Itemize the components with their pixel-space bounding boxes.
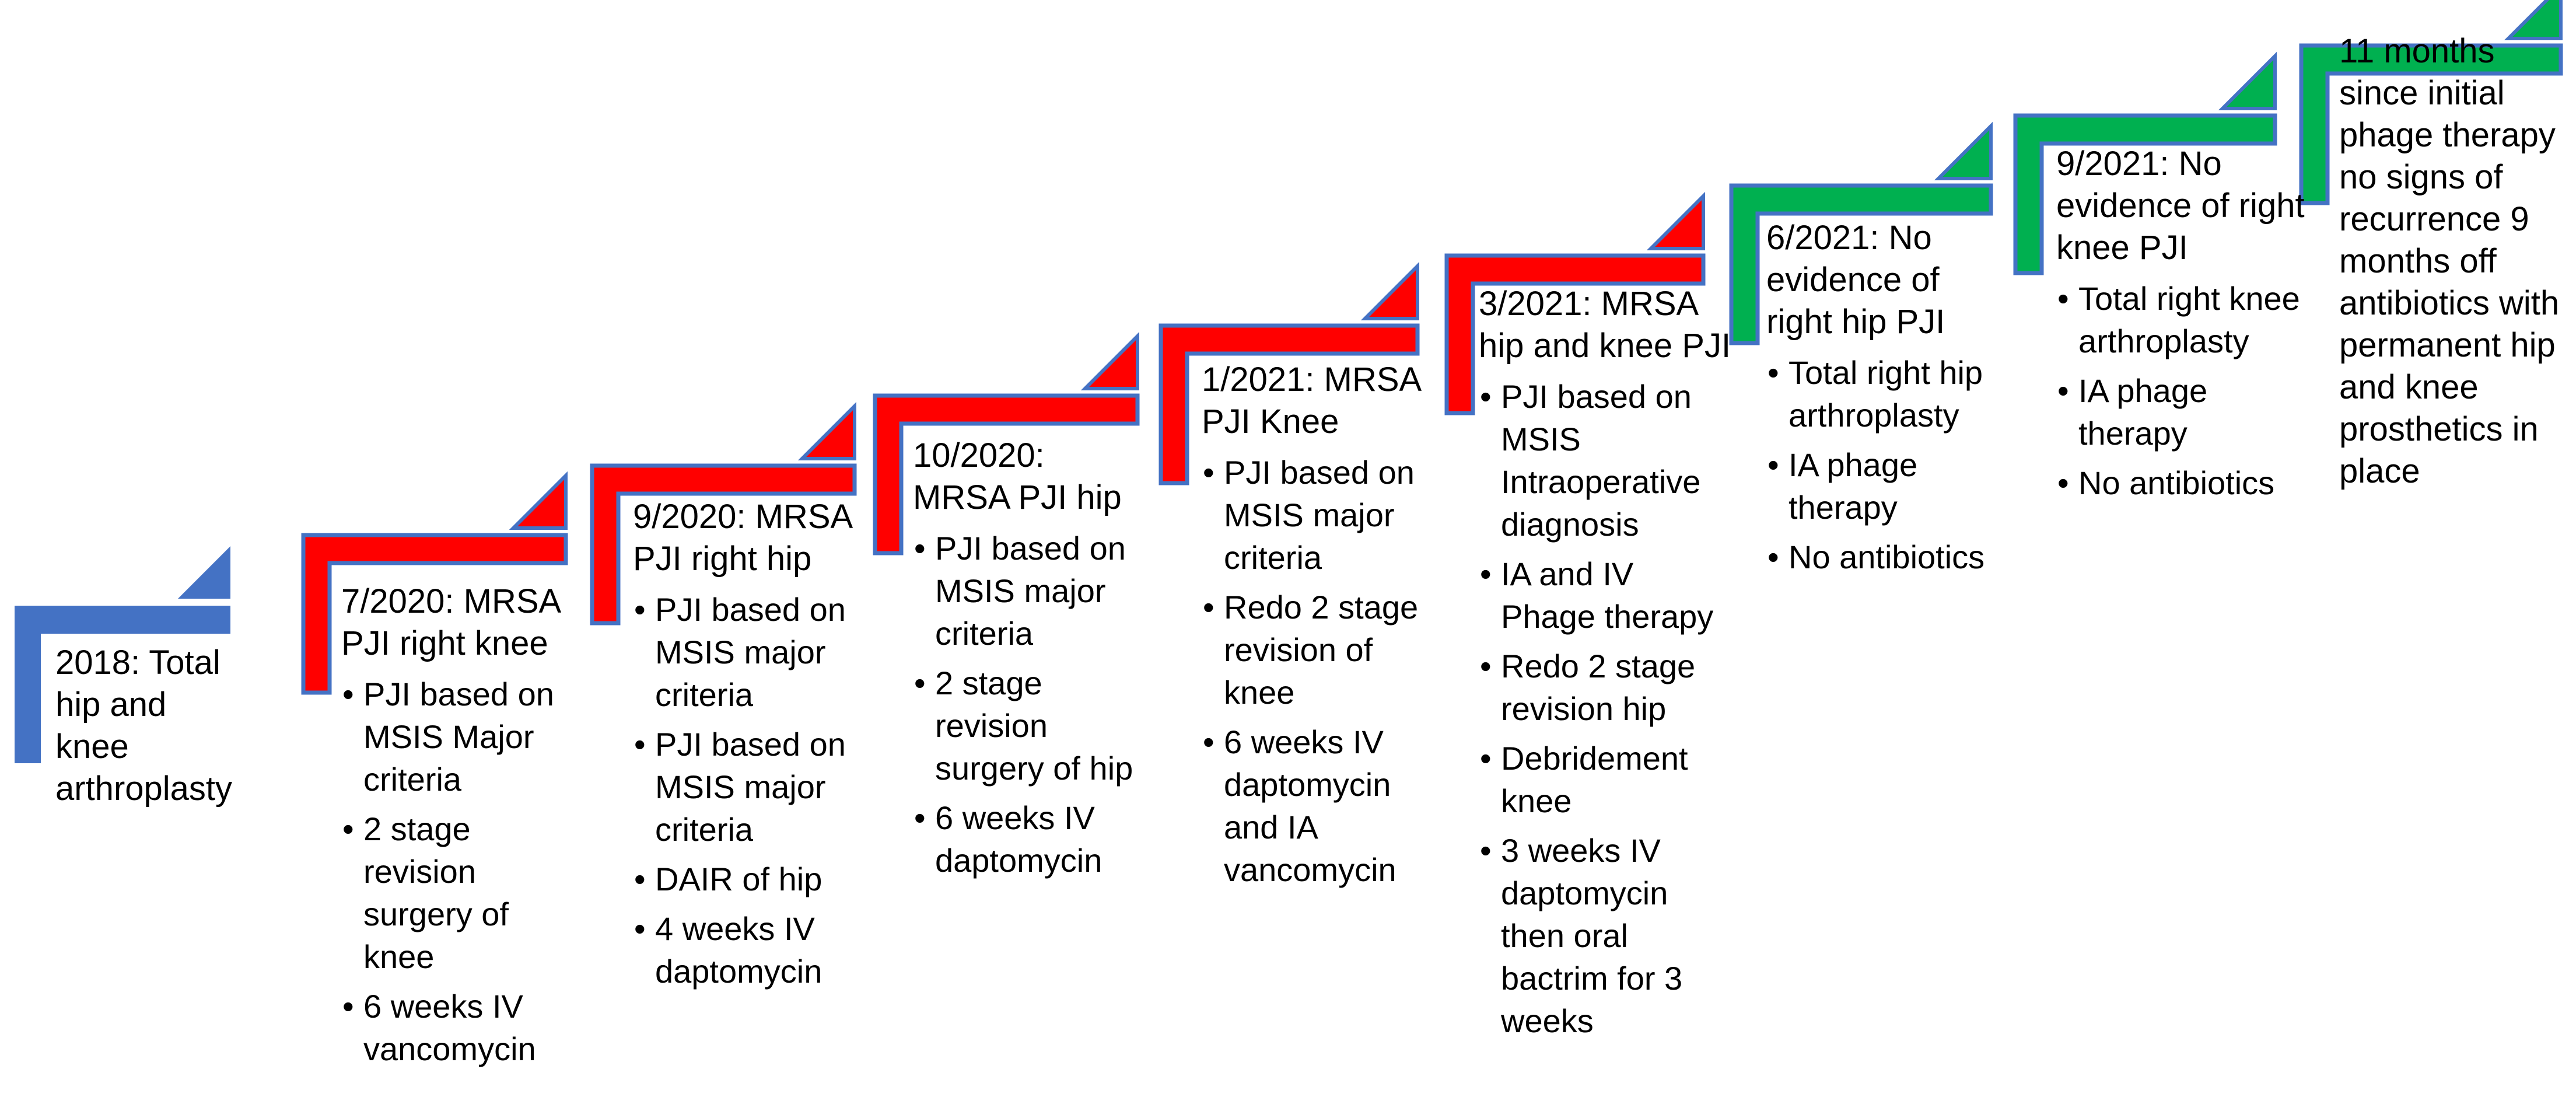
step-title: 7/2020: MRSA PJI right knee (341, 582, 559, 662)
step-bullet: No antibiotics (1766, 536, 2006, 578)
step-arrowhead (1080, 331, 1139, 390)
step-bullet: 3 weeks IV daptomycin then oral bactrim … (1479, 829, 1735, 1042)
step-bullet: Debridement knee (1479, 737, 1735, 822)
step-bullet-list: PJI based on MSIS Intraoperative diagnos… (1479, 375, 1735, 1042)
step-bullet: PJI based on MSIS major criteria (913, 527, 1146, 655)
step-bullet-list: PJI based on MSIS major criteria2 stage … (913, 527, 1146, 882)
step-bullet: Redo 2 stage revision of knee (1202, 586, 1435, 714)
step-arrowhead (1360, 261, 1419, 320)
step-arrowhead (1646, 191, 1705, 250)
timeline-step-9: 11 months since initial phage therapy no… (2339, 30, 2561, 492)
step-arrowhead (178, 546, 230, 599)
step-arrowhead (509, 471, 568, 530)
step-arrow-body (873, 393, 1140, 556)
step-arrow-7 (1729, 121, 1993, 345)
timeline-step-1: 2018: Total hip and knee arthroplasty (55, 642, 248, 810)
step-title: 1/2021: MRSA PJI Knee (1202, 361, 1420, 441)
step-bullet: PJI based on MSIS major criteria (633, 723, 866, 851)
step-bullet: IA and IV Phage therapy (1479, 553, 1735, 638)
timeline-step-5: 1/2021: MRSA PJI KneePJI based on MSIS m… (1202, 359, 1435, 898)
step-bullet-list: PJI based on MSIS Major criteria2 stage … (341, 673, 569, 1070)
step-arrow-body (1158, 323, 1420, 485)
timeline-step-6: 3/2021: MRSA hip and knee PJI PJI based o… (1479, 283, 1735, 1049)
step-arrowhead (1934, 121, 1993, 180)
step-bullet: 2 stage revision surgery of hip (913, 662, 1146, 789)
step-arrowhead (2218, 51, 2277, 110)
step-bullet: IA phage therapy (1766, 443, 2006, 529)
step-title: 11 months since initial phage therapy no… (2339, 32, 2560, 490)
step-arrow-6 (1444, 191, 1706, 415)
step-bullet: 6 weeks IV daptomycin (913, 796, 1146, 882)
step-bullet: Total right hip arthroplasty (1766, 351, 2006, 436)
step-bullet-list: Total right hip arthroplastyIA phage the… (1766, 351, 2006, 578)
step-arrow-1 (15, 546, 230, 763)
step-arrow-body (2299, 43, 2563, 205)
step-arrow-body (15, 606, 230, 763)
step-title: 2018: Total hip and knee arthroplasty (55, 644, 233, 808)
step-arrowhead (2504, 0, 2563, 40)
step-bullet: PJI based on MSIS major criteria (633, 588, 866, 716)
step-bullet: 4 weeks IV daptomycin (633, 907, 866, 993)
timeline-step-8: 9/2021: No evidence of right knee PJITot… (2056, 143, 2307, 511)
step-bullet: Total right knee arthroplasty (2056, 277, 2307, 362)
step-title: 9/2020: MRSA PJI right hip (633, 498, 851, 578)
step-bullet: 6 weeks IV daptomycin and IA vancomycin (1202, 721, 1435, 891)
step-bullet: PJI based on MSIS major criteria (1202, 451, 1435, 579)
step-bullet-list: PJI based on MSIS major criteriaPJI base… (633, 588, 866, 993)
step-bullet: DAIR of hip (633, 858, 866, 900)
step-title: 6/2021: No evidence of right hip PJI (1766, 219, 1945, 341)
step-bullet: PJI based on MSIS Major criteria (341, 673, 569, 801)
step-arrow-3 (590, 401, 857, 626)
step-title: 3/2021: MRSA hip and knee PJI (1479, 285, 1731, 365)
step-title: 9/2021: No evidence of right knee PJI (2056, 145, 2305, 267)
step-bullet: 2 stage revision surgery of knee (341, 808, 569, 978)
step-title: 10/2020: MRSA PJI hip (913, 436, 1122, 516)
step-arrow-body (1729, 183, 1993, 345)
step-arrow-body (2013, 113, 2277, 275)
step-arrow-2 (301, 471, 568, 695)
step-arrowhead (797, 401, 856, 460)
step-arrow-body (1444, 253, 1706, 415)
step-arrow-8 (2013, 51, 2277, 275)
step-bullet: IA phage therapy (2056, 369, 2307, 455)
step-bullet: PJI based on MSIS Intraoperative diagnos… (1479, 375, 1735, 546)
step-bullet-list: Total right knee arthroplastyIA phage th… (2056, 277, 2307, 504)
timeline-step-7: 6/2021: No evidence of right hip PJITota… (1766, 217, 2006, 585)
step-arrow-5 (1158, 261, 1420, 485)
step-bullet: No antibiotics (2056, 462, 2307, 504)
step-arrow-body (590, 463, 857, 626)
step-arrow-body (301, 533, 568, 695)
step-bullet: Redo 2 stage revision hip (1479, 645, 1735, 730)
step-bullet-list: PJI based on MSIS major criteriaRedo 2 s… (1202, 451, 1435, 891)
step-arrow-9 (2299, 0, 2563, 205)
step-bullet: 6 weeks IV vancomycin (341, 985, 569, 1070)
step-arrow-4 (873, 331, 1140, 556)
